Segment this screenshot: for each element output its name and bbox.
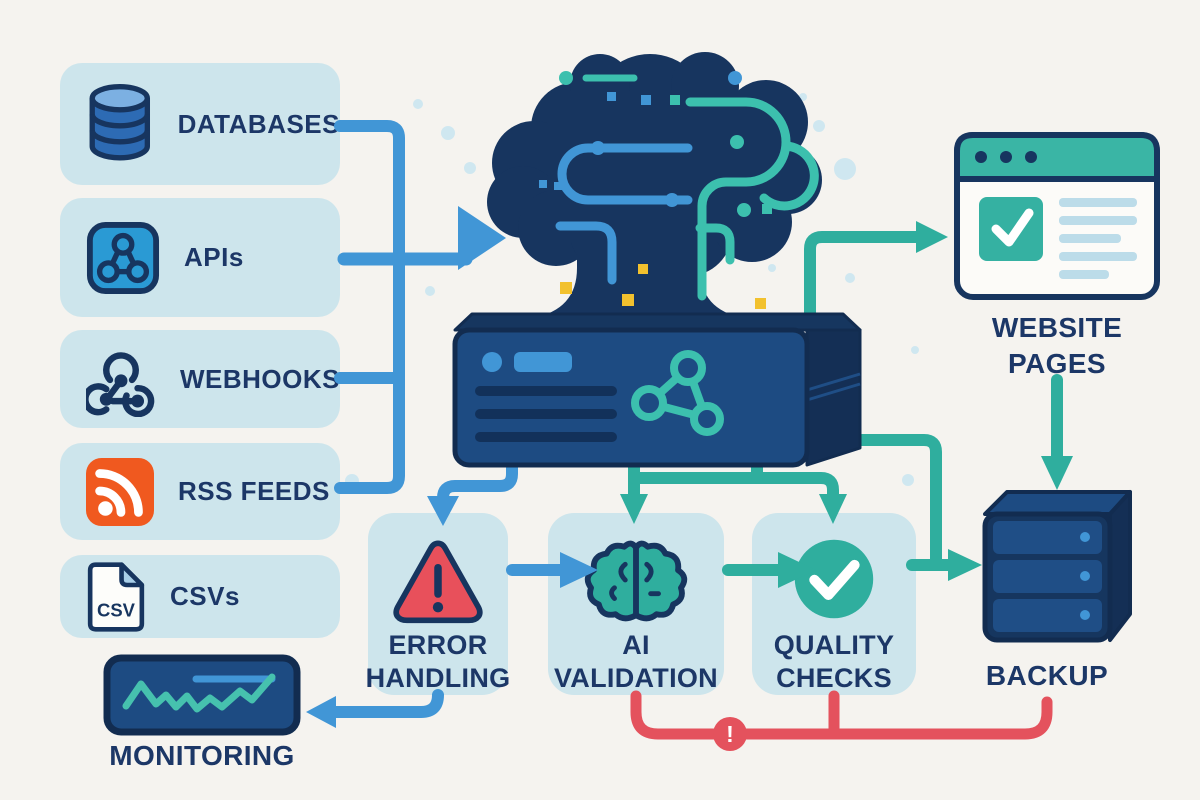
website-preview-graphic [954, 132, 1160, 300]
browser-dots-icon [975, 151, 1037, 163]
source-label: CSVs [170, 581, 240, 611]
data-bit-squares [560, 264, 766, 326]
website-to-backup-connector [1041, 374, 1073, 490]
website-pages-label: WEBSITE PAGES [991, 312, 1123, 379]
svg-text:CSV: CSV [97, 599, 136, 620]
sources-merge-connector [334, 120, 506, 494]
warning-icon [393, 540, 483, 624]
arrowhead-into-backup [948, 549, 982, 581]
alert-icon: ! [713, 717, 747, 751]
server-graphic [452, 312, 862, 468]
process-box-quality-checks: QUALITY CHECKS [752, 513, 916, 695]
brain-stem [532, 232, 744, 318]
source-box-databases: DATABASES [60, 63, 340, 185]
process-box-ai-validation: AI VALIDATION [548, 513, 724, 695]
source-label: DATABASES [177, 108, 340, 139]
server-network-icon [631, 350, 724, 436]
backup-server-graphic [982, 490, 1132, 643]
source-box-csvs: CSV CSVs [60, 555, 340, 638]
source-label: APIs [184, 242, 244, 272]
source-label: WEBHOOKS [180, 363, 340, 394]
check-glyph [991, 208, 1034, 247]
brain-icon [584, 540, 688, 622]
source-box-apis: APIs [60, 198, 340, 317]
arrowhead-down-backup [1041, 456, 1073, 490]
error-bus-connector [630, 690, 1053, 740]
error-to-monitoring-connector [306, 689, 444, 728]
process-box-error-handling: ERROR HANDLING [365, 513, 511, 695]
check-icon [794, 539, 874, 619]
zigzag-sparkline [122, 673, 276, 713]
backup-label: BACKUP [985, 660, 1109, 691]
server-vent-stripes [475, 386, 617, 442]
server-status-light [482, 352, 502, 372]
api-icon [86, 221, 160, 294]
arrowhead-into-website [916, 221, 948, 253]
arrowhead-into-monitoring [306, 696, 336, 728]
rss-icon [86, 457, 154, 526]
ai-brain-graphic [487, 52, 822, 326]
background-dots [345, 93, 919, 488]
backup-drive-lights [1080, 532, 1090, 620]
backup-drawers [993, 521, 1102, 632]
webhook-icon [86, 352, 155, 417]
source-box-rss: RSS FEEDS [60, 443, 340, 540]
browser-header [954, 132, 1160, 182]
svg-text:!: ! [726, 721, 734, 747]
server-status-bar [514, 352, 572, 372]
brain-circuit-traces [539, 71, 819, 326]
processor-to-website-connector [804, 221, 948, 324]
process-label: QUALITY CHECKS [773, 630, 895, 693]
process-label: ERROR HANDLING [365, 630, 511, 693]
arrowhead-into-processor [458, 206, 506, 270]
monitoring-chart-graphic [103, 654, 301, 736]
database-icon [89, 83, 151, 161]
process-label: AI VALIDATION [554, 630, 718, 693]
csv-icon: CSV [87, 561, 145, 632]
source-label: RSS FEEDS [178, 476, 330, 506]
source-box-webhooks: WEBHOOKS [60, 330, 340, 428]
monitoring-label: MONITORING [109, 740, 295, 771]
published-check-tile [979, 197, 1043, 261]
browser-text-lines [1059, 198, 1137, 279]
